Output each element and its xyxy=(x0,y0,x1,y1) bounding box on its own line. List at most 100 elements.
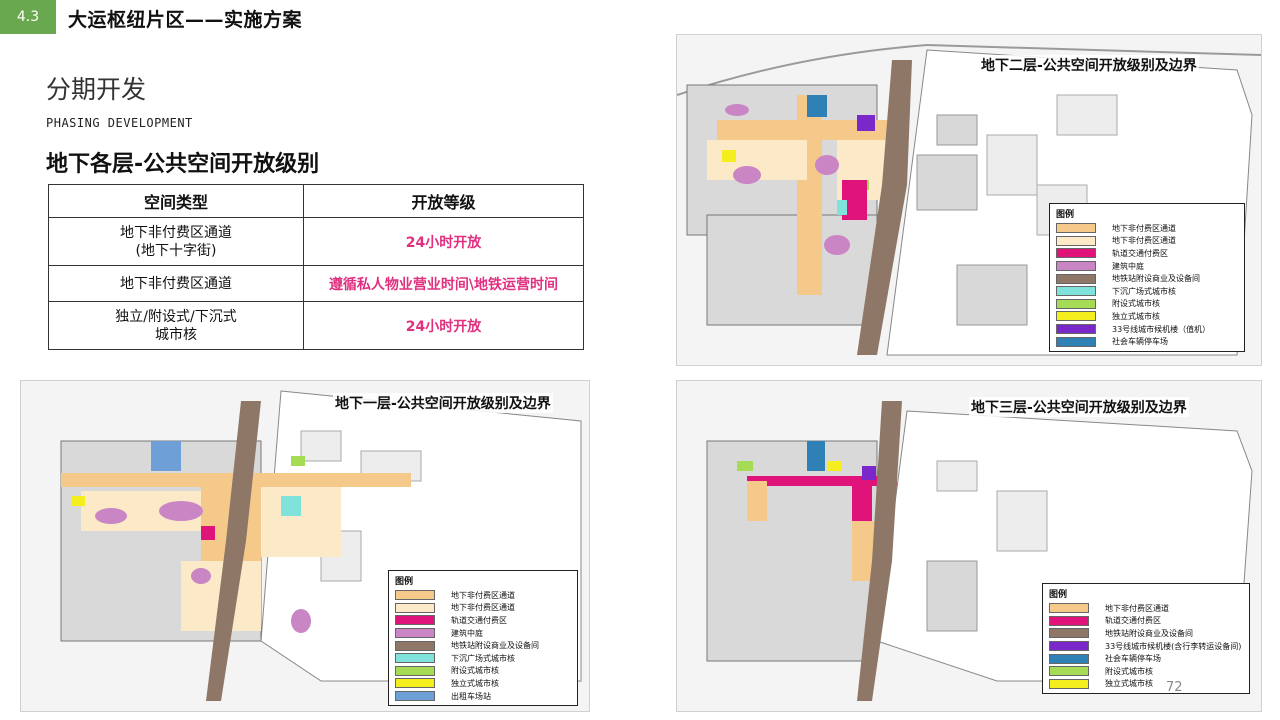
legend-swatch xyxy=(1049,615,1089,626)
table-row: 地下非付费区通道 (地下十字街) 24小时开放 xyxy=(48,217,584,266)
legend-label: 地下非付费区通道 xyxy=(1112,223,1176,233)
map-b1: 地下一层-公共空间开放级别及边界 图例 地下非付费区通道地下非付费区通道轨道交通… xyxy=(20,380,590,712)
legend-label: 建筑中庭 xyxy=(451,628,483,638)
legend-swatch xyxy=(1056,324,1096,335)
map-b3-title: 地下三层-公共空间开放级别及边界 xyxy=(969,397,1189,417)
legend-swatch xyxy=(1056,248,1096,259)
section-number-badge: 4.3 xyxy=(0,0,56,34)
legend-label: 出租车场站 xyxy=(451,691,491,701)
page-number: 72 xyxy=(1166,680,1183,695)
legend-swatch xyxy=(1049,641,1089,652)
map-b1-legend: 图例 地下非付费区通道地下非付费区通道轨道交通付费区建筑中庭地铁站附设商业及设备… xyxy=(388,570,578,707)
table-heading: 地下各层-公共空间开放级别 xyxy=(46,152,320,177)
space-type-line: 城市核 xyxy=(155,326,197,343)
map-b2-legend: 图例 地下非付费区通道地下非付费区通道轨道交通付费区建筑中庭地铁站附设商业及设备… xyxy=(1049,203,1245,352)
space-type-cell: 地下非付费区通道 (地下十字街) xyxy=(48,217,304,266)
legend-item: 社会车辆停车场 xyxy=(1056,335,1238,348)
legend-item: 地铁站附设商业及设备间 xyxy=(1049,627,1243,640)
legend-title: 图例 xyxy=(1049,590,1068,600)
open-level-cell: 24小时开放 xyxy=(303,217,584,266)
legend-swatch xyxy=(1049,653,1089,664)
legend-swatch xyxy=(395,691,435,702)
legend-label: 独立式城市核 xyxy=(1112,311,1160,321)
legend-swatch xyxy=(395,615,435,626)
space-type-line: 地下非付费区通道 xyxy=(120,224,232,241)
column-header-level: 开放等级 xyxy=(303,184,584,218)
legend-label: 独立式城市核 xyxy=(451,678,499,688)
legend-label: 社会车辆停车场 xyxy=(1105,654,1161,664)
legend-item: 附设式城市核 xyxy=(395,665,571,678)
legend-label: 轨道交通付费区 xyxy=(451,615,507,625)
legend-swatch xyxy=(1056,223,1096,234)
legend-item: 地下非付费区通道 xyxy=(395,589,571,602)
legend-label: 下沉广场式城市核 xyxy=(451,653,515,663)
legend-swatch xyxy=(1049,666,1089,677)
legend-item: 轨道交通付费区 xyxy=(1056,247,1238,260)
open-level-cell: 遵循私人物业营业时间\地铁运营时间 xyxy=(303,265,584,302)
legend-label: 下沉广场式城市核 xyxy=(1112,286,1176,296)
legend-swatch xyxy=(1049,678,1089,689)
legend-item: 下沉广场式城市核 xyxy=(1056,285,1238,298)
legend-item: 社会车辆停车场 xyxy=(1049,652,1243,665)
legend-item: 33号线城市候机楼（值机） xyxy=(1056,323,1238,336)
open-level-table: 空间类型 开放等级 地下非付费区通道 (地下十字街) 24小时开放 地下非付费区… xyxy=(48,184,584,350)
legend-swatch xyxy=(395,628,435,639)
legend-title: 图例 xyxy=(395,577,414,587)
legend-label: 地下非付费区通道 xyxy=(451,603,515,613)
legend-label: 轨道交通付费区 xyxy=(1112,248,1168,258)
map-b1-title: 地下一层-公共空间开放级别及边界 xyxy=(333,393,553,413)
legend-swatch xyxy=(395,665,435,676)
legend-label: 33号线城市候机楼（值机） xyxy=(1112,324,1211,334)
column-header-type: 空间类型 xyxy=(48,184,304,218)
map-b2-title: 地下二层-公共空间开放级别及边界 xyxy=(979,55,1199,75)
legend-swatch xyxy=(395,602,435,613)
map-b3-legend: 图例 地下非付费区通道轨道交通付费区地铁站附设商业及设备间 33号线城市候机楼(含… xyxy=(1042,583,1250,695)
legend-item: 地铁站附设商业及设备间 xyxy=(395,639,571,652)
legend-item: 地下非付费区通道 xyxy=(1049,602,1243,615)
legend-swatch xyxy=(395,678,435,689)
space-type-line: (地下十字街) xyxy=(135,242,217,259)
legend-item: 独立式城市核 xyxy=(1049,678,1243,691)
space-type-cell: 地下非付费区通道 xyxy=(48,265,304,302)
table-header-row: 空间类型 开放等级 xyxy=(48,184,584,218)
legend-label: 地铁站附设商业及设备间 xyxy=(1112,274,1200,284)
legend-item: 独立式城市核 xyxy=(395,677,571,690)
space-type-line: 独立/附设式/下沉式 xyxy=(115,308,237,325)
legend-swatch xyxy=(1056,298,1096,309)
legend-item: 地下非付费区通道 xyxy=(1056,235,1238,248)
legend-label: 地下非付费区通道 xyxy=(1112,236,1176,246)
legend-label: 社会车辆停车场 xyxy=(1112,337,1168,347)
legend-label: 附设式城市核 xyxy=(1112,299,1160,309)
legend-item: 建筑中庭 xyxy=(1056,260,1238,273)
legend-label: 地下非付费区通道 xyxy=(451,590,515,600)
legend-swatch xyxy=(1049,603,1089,614)
space-type-cell: 独立/附设式/下沉式 城市核 xyxy=(48,301,304,350)
legend-item: 下沉广场式城市核 xyxy=(395,652,571,665)
legend-item: 轨道交通付费区 xyxy=(395,614,571,627)
legend-item: 出租车场站 xyxy=(395,690,571,703)
legend-label: 地铁站附设商业及设备间 xyxy=(451,641,539,651)
legend-label: 地铁站附设商业及设备间 xyxy=(1105,628,1193,638)
phasing-title-cn: 分期开发 xyxy=(46,75,147,104)
legend-swatch xyxy=(1056,336,1096,347)
legend-swatch xyxy=(1056,286,1096,297)
section-title: 大运枢纽片区——实施方案 xyxy=(68,9,303,31)
space-type-line: 地下非付费区通道 xyxy=(120,275,232,292)
legend-item: 建筑中庭 xyxy=(395,627,571,640)
legend-label: 独立式城市核 xyxy=(1105,679,1153,689)
legend-item: 轨道交通付费区 xyxy=(1049,615,1243,628)
legend-swatch xyxy=(1056,273,1096,284)
legend-swatch xyxy=(1056,311,1096,322)
legend-swatch xyxy=(1049,628,1089,639)
legend-label: 建筑中庭 xyxy=(1112,261,1144,271)
legend-item: 33号线城市候机楼(含行李转运设备间) xyxy=(1049,640,1243,653)
map-b2: 地下二层-公共空间开放级别及边界 图例 地下非付费区通道地下非付费区通道轨道交通… xyxy=(676,34,1262,366)
legend-item: 地下非付费区通道 xyxy=(395,602,571,615)
legend-title: 图例 xyxy=(1056,210,1075,220)
legend-item: 地下非付费区通道 xyxy=(1056,222,1238,235)
legend-swatch xyxy=(395,640,435,651)
legend-label: 地下非付费区通道 xyxy=(1105,603,1169,613)
legend-label: 33号线城市候机楼(含行李转运设备间) xyxy=(1105,641,1242,651)
legend-swatch xyxy=(395,653,435,664)
legend-label: 附设式城市核 xyxy=(1105,666,1153,676)
